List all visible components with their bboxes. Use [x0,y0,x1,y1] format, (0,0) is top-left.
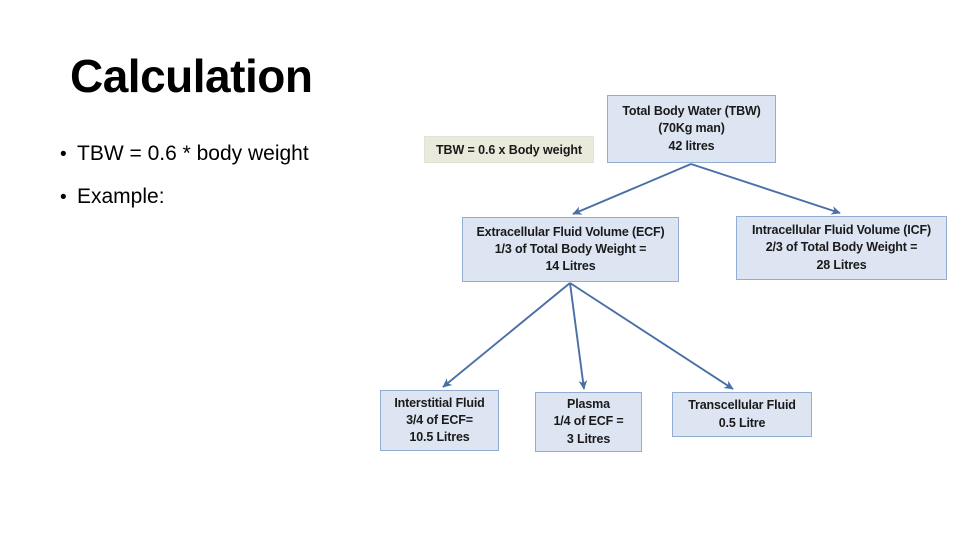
node-line-3: 3 Litres [566,431,611,446]
node-line-2: 3/4 of ECF= [406,412,473,427]
node-line-3: 14 Litres [545,259,596,274]
node-line-1: Plasma [567,397,610,412]
list-item: • TBW = 0.6 * body weight [60,143,400,164]
bullet-text: TBW = 0.6 * body weight [77,142,309,165]
node-line-2: 1/4 of ECF = [553,414,624,429]
edge-tbw-to-icf [690,163,841,215]
node-line-2: 0.5 Litre [718,415,766,430]
node-interstitial-fluid: Interstitial Fluid 3/4 of ECF= 10.5 Litr… [380,390,499,451]
edge-ecf-to-interstitial [442,282,571,388]
node-line-3: 10.5 Litres [409,430,470,445]
list-item: • Example: [60,186,400,207]
node-line-1: Interstitial Fluid [394,395,485,410]
node-line-1: Total Body Water (TBW) [622,104,761,119]
node-line-3: 28 Litres [816,257,867,272]
formula-box: TBW = 0.6 x Body weight [424,136,594,163]
node-line-2: 1/3 of Total Body Weight = [494,241,647,256]
node-transcellular-fluid: Transcellular Fluid 0.5 Litre [672,392,812,437]
bullet-marker-icon: • [60,144,67,165]
node-line-2: 2/3 of Total Body Weight = [765,240,918,255]
formula-text: TBW = 0.6 x Body weight [436,142,582,157]
bullet-list: • TBW = 0.6 * body weight • Example: [60,143,400,229]
node-line-3: 42 litres [668,138,715,153]
node-plasma: Plasma 1/4 of ECF = 3 Litres [535,392,642,452]
node-extracellular-fluid-volume: Extracellular Fluid Volume (ECF) 1/3 of … [462,217,679,282]
node-total-body-water: Total Body Water (TBW) (70Kg man) 42 lit… [607,95,776,163]
edge-ecf-to-transcellular [569,282,734,390]
bullet-text: Example: [77,185,165,208]
node-line-2: (70Kg man) [658,121,725,136]
edge-tbw-to-ecf [572,163,692,215]
node-line-1: Transcellular Fluid [688,398,796,413]
bullet-marker-icon: • [60,187,67,208]
page-title: Calculation [70,50,313,102]
edge-ecf-to-plasma [569,282,588,390]
node-line-1: Extracellular Fluid Volume (ECF) [476,224,665,239]
node-intracellular-fluid-volume: Intracellular Fluid Volume (ICF) 2/3 of … [736,216,947,280]
node-line-1: Intracellular Fluid Volume (ICF) [751,223,931,238]
